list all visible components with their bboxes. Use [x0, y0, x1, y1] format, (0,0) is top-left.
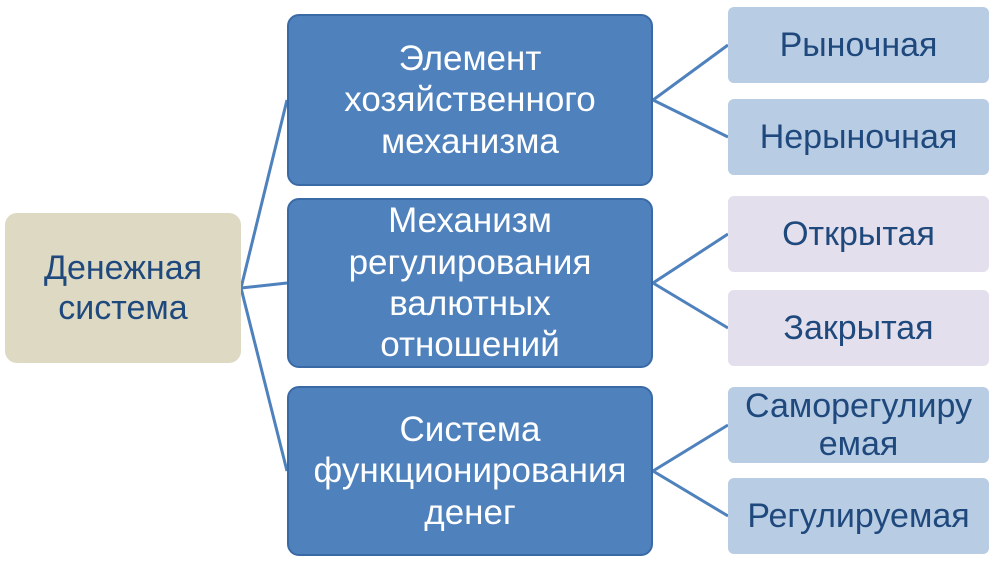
leaf-node-closed: Закрытая — [728, 290, 989, 366]
connector-root-to-branch-2 — [240, 281, 288, 290]
leaf-node-label: Закрытая — [783, 308, 934, 347]
leaf-node-market: Рыночная — [728, 7, 989, 83]
leaf-node-label: Саморегулиру емая — [745, 386, 972, 463]
connector-branch-3-to-leaves — [650, 423, 729, 518]
branch-node-label: Система функционирования денег — [313, 410, 627, 532]
branch-node-label: Элемент хозяйственного механизма — [344, 39, 596, 161]
branch-node-economic-mechanism: Элемент хозяйственного механизма — [287, 14, 653, 186]
branch-node-currency-regulation: Механизм регулирования валютных отношени… — [287, 198, 653, 368]
root-node-monetary-system: Денежная система — [5, 213, 241, 363]
leaf-node-regulated: Регулируемая — [728, 478, 989, 554]
leaf-node-self-regulating: Саморегулиру емая — [728, 387, 989, 463]
leaf-node-label: Рыночная — [779, 25, 938, 64]
root-node-label: Денежная система — [43, 248, 203, 327]
connector-branch-1-to-leaves — [650, 43, 729, 139]
leaf-node-label: Открытая — [782, 214, 935, 253]
connector-root-to-branch-1 — [239, 99, 289, 289]
connector-branch-2-to-leaves — [650, 232, 729, 330]
leaf-node-non-market: Нерыночная — [728, 99, 989, 175]
branch-node-label: Механизм регулирования валютных отношени… — [348, 201, 592, 365]
leaf-node-label: Нерыночная — [759, 117, 958, 156]
leaf-node-open: Открытая — [728, 196, 989, 272]
branch-node-money-functioning: Система функционирования денег — [287, 386, 653, 556]
leaf-node-label: Регулируемая — [747, 496, 970, 535]
connector-root-to-branch-3 — [239, 287, 289, 472]
